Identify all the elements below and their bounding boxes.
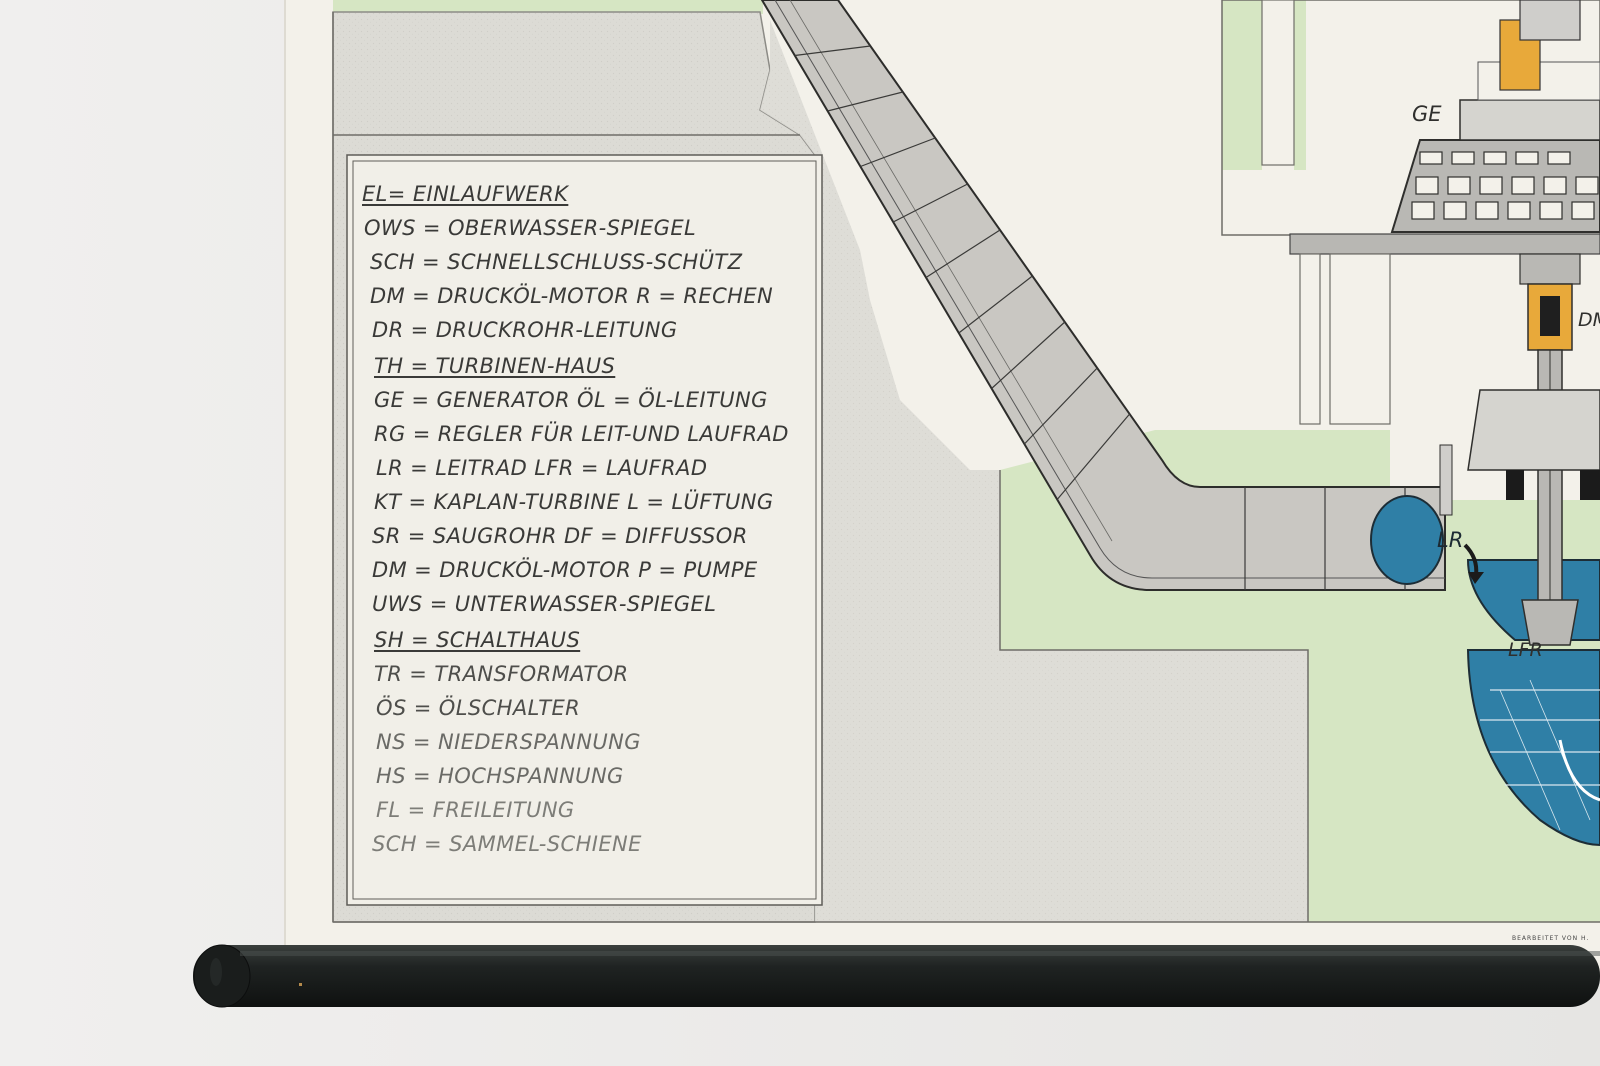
legend-entry: HS = HOCHSPANNUNG (376, 764, 624, 788)
generator-window (1479, 176, 1503, 195)
credit-text: BEARBEITET VON H. (1512, 935, 1590, 942)
penstock-segment (1023, 367, 1098, 445)
penstock-segment (794, 45, 871, 57)
legend-entry: SCH = SCHNELLSCHLUSS-SCHÜTZ (370, 250, 743, 274)
green-shaft-left (1222, 0, 1262, 170)
generator-window (1547, 151, 1571, 165)
generator-window (1539, 201, 1563, 220)
penstock-segment (958, 275, 1033, 334)
generator-window (1415, 176, 1439, 195)
penstock-segment (827, 91, 903, 112)
generator-window (1483, 151, 1507, 165)
label-generator: GE (1412, 102, 1442, 126)
rock-region-right (760, 20, 1308, 922)
legend-entry: DM = DRUCKÖL-MOTOR P = PUMPE (372, 558, 758, 582)
generator-window (1443, 201, 1467, 220)
legend-entry: DR = DRUCKROHR-LEITUNG (372, 318, 678, 342)
penstock-segment (860, 137, 936, 168)
legend-entry: NS = NIEDERSPANNUNG (376, 730, 641, 754)
penstock-pipe (760, 0, 1446, 591)
penstock-segment (925, 229, 1001, 279)
green-shaft-mid (1294, 0, 1306, 170)
legend-heading: SH = SCHALTHAUS (374, 628, 581, 652)
legend-heading: TH = TURBINEN-HAUS (374, 354, 616, 378)
legend-entry: LR = LEITRAD LFR = LAUFRAD (376, 456, 708, 480)
penstock-segment (892, 183, 968, 223)
legend-entry: KT = KAPLAN-TURBINE L = LÜFTUNG (374, 490, 774, 514)
penstock-segment (1056, 413, 1131, 500)
legend-entry: OWS = OBERWASSER-SPIEGEL (364, 216, 697, 240)
legend-entry: GE = GENERATOR ÖL = ÖL-LEITUNG (374, 388, 768, 412)
legend-heading: EL= EINLAUFWERK (362, 182, 569, 206)
legend-entry: ÖS = ÖLSCHALTER (376, 696, 581, 720)
generator-windows (1411, 151, 1599, 220)
penstock-segment (991, 321, 1066, 389)
generator-window (1543, 176, 1567, 195)
legend-box (346, 154, 823, 906)
turbine-shaft (1439, 253, 1600, 646)
legend-entry: SCH = SAMMEL-SCHIENE (372, 832, 642, 856)
generator-window (1411, 201, 1435, 220)
label-runner: LFR (1508, 639, 1543, 661)
label-guide-wheel: LR (1437, 528, 1464, 552)
generator-window (1571, 201, 1595, 220)
turbine-water (1370, 495, 1600, 847)
legend-entry: FL = FREILEITUNG (376, 798, 575, 822)
generator-window (1575, 176, 1599, 195)
generator-window (1507, 201, 1531, 220)
legend-entry: SR = SAUGROHR DF = DIFFUSSOR (372, 524, 748, 548)
generator-window (1447, 176, 1471, 195)
poster-bottom-rod (193, 944, 1600, 1008)
legend-entry: UWS = UNTERWASSER-SPIEGEL (372, 592, 717, 616)
generator-window (1511, 176, 1535, 195)
legend-entry: TR = TRANSFORMATOR (374, 662, 629, 686)
generator-window (1451, 151, 1475, 165)
grass-strip-top (333, 0, 763, 14)
generator-window (1419, 151, 1443, 165)
generator-window (1515, 151, 1539, 165)
label-pressure-motor: DM (1578, 309, 1600, 331)
turbine-house (1221, 0, 1600, 425)
legend-entry: RG = REGLER FÜR LEIT-UND LAUFRAD (374, 422, 789, 446)
generator-window (1475, 201, 1499, 220)
legend-entry: DM = DRUCKÖL-MOTOR R = RECHEN (370, 284, 774, 308)
